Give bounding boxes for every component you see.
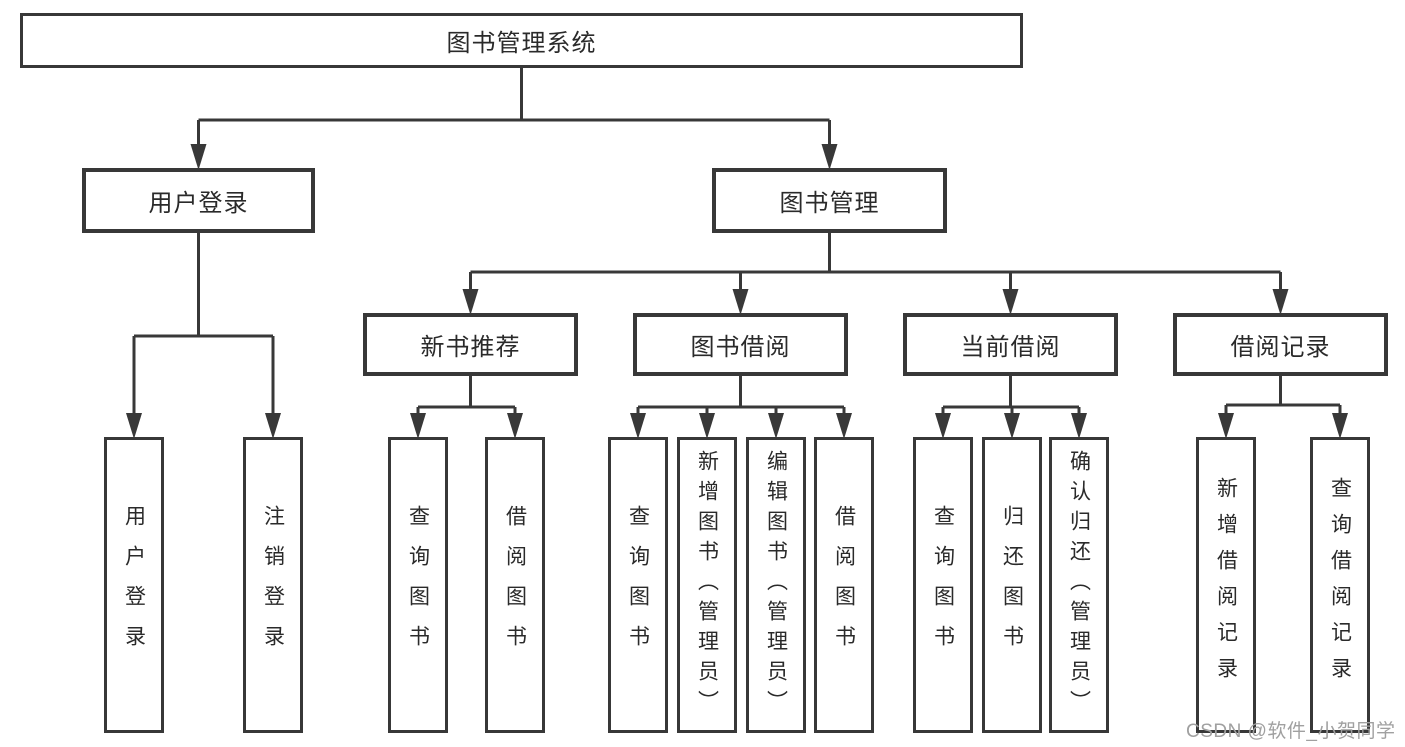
node-leaf-user-login: 用户登录 — [104, 437, 164, 733]
node-label: 注销登录 — [261, 505, 285, 665]
node-leaf-borrow-book-2: 借阅图书 — [814, 437, 874, 733]
node-leaf-add-record: 新增借阅记录 — [1196, 437, 1256, 733]
connector-new-book-recommend — [410, 376, 523, 439]
connector-book-borrow — [630, 376, 852, 439]
node-label: 新书推荐 — [420, 334, 521, 361]
arrowhead-icon — [821, 144, 838, 170]
node-book-borrow: 图书借阅 — [633, 313, 848, 376]
node-label: 查询借阅记录 — [1328, 477, 1352, 693]
arrowhead-icon — [768, 413, 784, 439]
arrowhead-icon — [732, 289, 749, 315]
node-leaf-return-book: 归还图书 — [982, 437, 1042, 733]
node-leaf-borrow-book-1: 借阅图书 — [485, 437, 545, 733]
node-label: 用户登录 — [122, 505, 146, 665]
node-label: 确认归还（管理员） — [1067, 450, 1091, 720]
arrowhead-icon — [836, 413, 852, 439]
node-leaf-logout: 注销登录 — [243, 437, 303, 733]
arrowhead-icon — [1332, 413, 1348, 439]
node-label: 图书借阅 — [690, 334, 791, 361]
arrowhead-icon — [265, 413, 281, 439]
arrowhead-icon — [462, 289, 479, 315]
connector-current-borrow — [935, 376, 1087, 439]
node-current-borrow: 当前借阅 — [903, 313, 1118, 376]
node-book-management: 图书管理 — [712, 168, 947, 233]
node-label: 查询图书 — [406, 505, 430, 665]
node-label: 借阅记录 — [1230, 334, 1331, 361]
arrowhead-icon — [699, 413, 715, 439]
arrowhead-icon — [126, 413, 142, 439]
node-leaf-query-record: 查询借阅记录 — [1310, 437, 1370, 733]
arrowhead-icon — [1071, 413, 1087, 439]
connector-book-management — [462, 233, 1289, 315]
node-new-book-recommend: 新书推荐 — [363, 313, 578, 376]
node-label: 新增图书（管理员） — [695, 450, 719, 720]
arrowhead-icon — [630, 413, 646, 439]
node-user-login: 用户登录 — [82, 168, 315, 233]
node-borrow-records: 借阅记录 — [1173, 313, 1388, 376]
node-label: 图书管理 — [779, 190, 880, 217]
arrowhead-icon — [1218, 413, 1234, 439]
node-leaf-query-book-2: 查询图书 — [608, 437, 668, 733]
arrowhead-icon — [1002, 289, 1019, 315]
arrowhead-icon — [410, 413, 426, 439]
connector-borrow-records — [1218, 376, 1348, 439]
node-leaf-add-book: 新增图书（管理员） — [677, 437, 737, 733]
arrowhead-icon — [1272, 289, 1289, 315]
connector-user-login — [126, 233, 281, 439]
node-label: 归还图书 — [1000, 505, 1024, 665]
node-leaf-query-book-3: 查询图书 — [913, 437, 973, 733]
node-label: 借阅图书 — [503, 505, 527, 665]
node-root: 图书管理系统 — [20, 13, 1023, 68]
node-label: 借阅图书 — [832, 505, 856, 665]
arrowhead-icon — [507, 413, 523, 439]
node-label: 图书管理系统 — [446, 30, 597, 57]
arrowhead-icon — [935, 413, 951, 439]
connector-root — [190, 68, 838, 170]
node-label: 查询图书 — [931, 505, 955, 665]
arrowhead-icon — [1004, 413, 1020, 439]
watermark-text: CSDN @软件_小贺同学 — [1186, 721, 1396, 742]
arrowhead-icon — [190, 144, 207, 170]
node-label: 用户登录 — [148, 190, 249, 217]
node-label: 编辑图书（管理员） — [764, 450, 788, 720]
node-label: 查询图书 — [626, 505, 650, 665]
node-label: 当前借阅 — [960, 334, 1061, 361]
node-leaf-query-book-1: 查询图书 — [388, 437, 448, 733]
node-leaf-edit-book: 编辑图书（管理员） — [746, 437, 806, 733]
node-leaf-confirm-return: 确认归还（管理员） — [1049, 437, 1109, 733]
node-label: 新增借阅记录 — [1214, 477, 1238, 693]
